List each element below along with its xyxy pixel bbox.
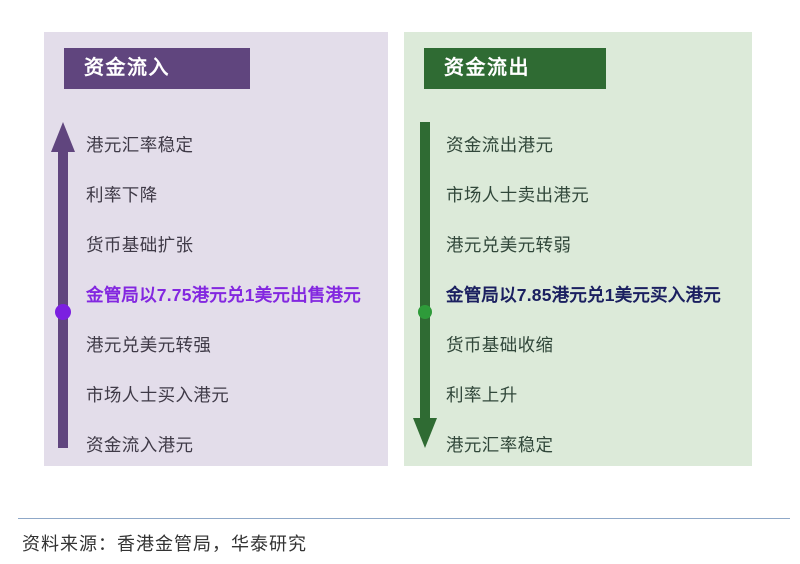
- list-item: 货币基础收缩: [446, 335, 554, 355]
- outflow-panel: 资金流出 资金流出港元 市场人士卖出港元 港元兑美元转弱 金管局以7.85港元兑…: [404, 32, 752, 466]
- list-item: 货币基础扩张: [86, 235, 194, 255]
- list-item: 资金流入港元: [86, 435, 194, 455]
- list-item: 利率上升: [446, 385, 518, 405]
- footer-divider: [18, 518, 790, 519]
- list-item-highlighted: 金管局以7.85港元兑1美元买入港元: [446, 285, 721, 305]
- source-note: 资料来源：香港金管局，华泰研究: [22, 534, 307, 554]
- list-item: 利率下降: [86, 185, 158, 205]
- list-item: 资金流出港元: [446, 135, 554, 155]
- outflow-header-ribbon: 资金流出: [424, 48, 606, 89]
- outflow-item-list: 资金流出港元 市场人士卖出港元 港元兑美元转弱 金管局以7.85港元兑1美元买入…: [446, 120, 744, 470]
- inflow-panel: 资金流入 港元汇率稳定 利率下降 货币基础扩张 金管局以7.75港元兑1美元出售…: [44, 32, 388, 466]
- inflow-up-arrow-icon: [50, 120, 76, 450]
- inflow-item-list: 港元汇率稳定 利率下降 货币基础扩张 金管局以7.75港元兑1美元出售港元 港元…: [86, 120, 380, 470]
- list-item: 港元兑美元转强: [86, 335, 212, 355]
- list-item: 市场人士卖出港元: [446, 185, 590, 205]
- list-item: 港元兑美元转弱: [446, 235, 572, 255]
- list-item: 港元汇率稳定: [446, 435, 554, 455]
- list-item-highlighted: 金管局以7.75港元兑1美元出售港元: [86, 285, 361, 305]
- list-item: 港元汇率稳定: [86, 135, 194, 155]
- outflow-down-arrow-icon: [412, 120, 438, 450]
- inflow-header-ribbon: 资金流入: [64, 48, 250, 89]
- list-item: 市场人士买入港元: [86, 385, 230, 405]
